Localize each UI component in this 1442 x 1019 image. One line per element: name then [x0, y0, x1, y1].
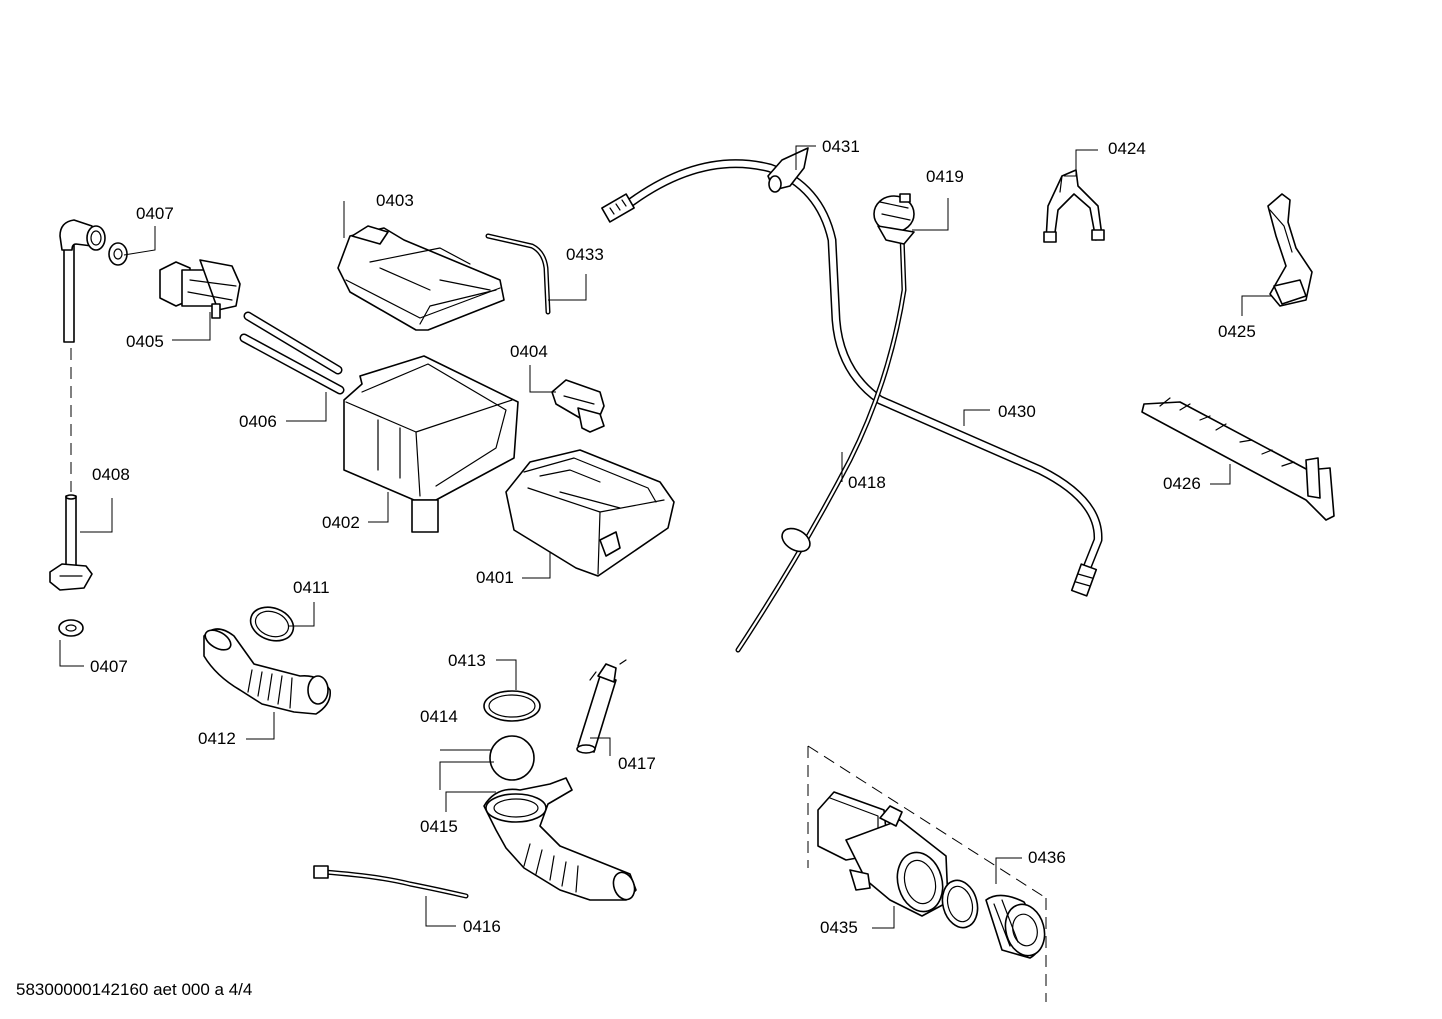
- callout-0425: 0425: [1218, 322, 1256, 341]
- part-0424-y-bracket[interactable]: [1043, 169, 1105, 243]
- part-0415-sump-hose[interactable]: [483, 777, 638, 903]
- part-0416-hose[interactable]: [313, 865, 469, 899]
- part-0402-dispenser-housing[interactable]: [343, 355, 519, 533]
- callout-0415: 0415: [420, 817, 458, 836]
- part-0414-ball[interactable]: [489, 735, 535, 781]
- part-0411-seal-ring[interactable]: [246, 601, 298, 646]
- callout-0435: 0435: [820, 918, 858, 937]
- callout-0430: 0430: [998, 402, 1036, 421]
- part-0404-flap[interactable]: [551, 379, 605, 433]
- callout-0433: 0433: [566, 245, 604, 264]
- callout-0408: 0408: [92, 465, 130, 484]
- callout-0424: 0424: [1108, 139, 1146, 158]
- part-0418-pressure-tube[interactable]: [735, 233, 907, 653]
- part-0431-clip[interactable]: [767, 147, 809, 193]
- callout-0414: 0414: [420, 707, 458, 726]
- part-0430-drain-hose[interactable]: [601, 159, 1103, 597]
- part-0425-bracket[interactable]: [1267, 193, 1313, 307]
- callout-0404: 0404: [510, 342, 548, 361]
- callout-0419: 0419: [926, 167, 964, 186]
- callout-0417: 0417: [618, 754, 656, 773]
- callout-0436: 0436: [1028, 848, 1066, 867]
- callout-0402: 0402: [322, 513, 360, 532]
- part-0407-washer-bottom[interactable]: [58, 619, 84, 637]
- callout-0416: 0416: [463, 917, 501, 936]
- callout-0426: 0426: [1163, 474, 1201, 493]
- callout-0407-top: 0407: [136, 204, 174, 223]
- part-0433-hose[interactable]: [485, 233, 551, 315]
- leader-lines: [59, 145, 1272, 929]
- callout-0413: 0413: [448, 651, 486, 670]
- part-0436-seal[interactable]: [937, 876, 982, 931]
- callout-0418: 0418: [848, 473, 886, 492]
- callout-0407-bottom: 0407: [90, 657, 128, 676]
- callout-0411: 0411: [293, 578, 330, 597]
- part-0436-filter[interactable]: [985, 894, 1050, 960]
- part-0407-washer-top[interactable]: [108, 242, 128, 266]
- part-0407-elbow-hose[interactable]: [59, 219, 106, 343]
- part-0408-inlet-pipe[interactable]: [49, 494, 93, 591]
- callout-0403: 0403: [376, 191, 414, 210]
- callout-0401: 0401: [476, 568, 514, 587]
- callout-0431: 0431: [822, 137, 860, 156]
- document-code: 58300000142160 aet 000 a 4/4: [16, 980, 253, 999]
- part-0435-drain-pump[interactable]: [817, 791, 949, 917]
- callout-0405: 0405: [126, 332, 164, 351]
- part-0426-rail[interactable]: [1141, 397, 1335, 521]
- part-0406-hoses[interactable]: [239, 311, 345, 395]
- part-0403-dispenser-lid[interactable]: [337, 225, 505, 331]
- part-0412-bellows-hose[interactable]: [202, 626, 332, 715]
- part-0413-gasket[interactable]: [483, 690, 541, 722]
- callout-0406: 0406: [239, 412, 277, 431]
- part-0405-solenoid-valve[interactable]: [159, 259, 241, 319]
- part-0401-detergent-drawer[interactable]: [505, 449, 675, 577]
- part-0419-pressure-switch[interactable]: [873, 193, 915, 245]
- part-0417-sensor[interactable]: [576, 659, 627, 754]
- callout-0412: 0412: [198, 729, 236, 748]
- pump-outline-dashes: [807, 745, 1047, 1002]
